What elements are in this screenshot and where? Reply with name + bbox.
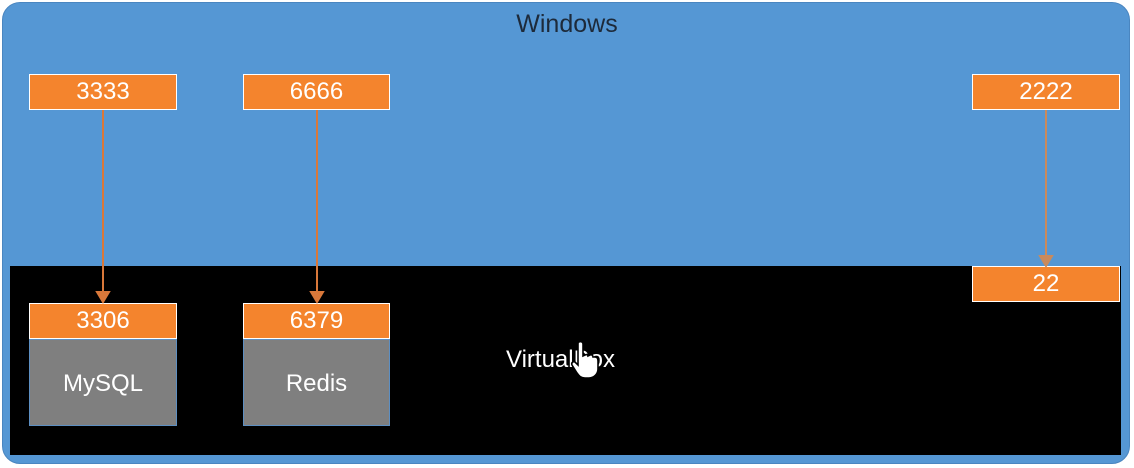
host-port-redis: 6666 — [243, 74, 390, 110]
virtualbox-area — [10, 266, 1121, 455]
service-redis: Redis — [243, 339, 390, 426]
arrowhead-redis — [309, 291, 325, 304]
guest-port-redis: 6379 — [243, 303, 390, 339]
arrowhead-ssh — [1038, 255, 1054, 268]
guest-port-ssh: 22 — [972, 266, 1120, 302]
service-mysql: MySQL — [29, 339, 177, 426]
arrowhead-mysql — [95, 291, 111, 304]
windows-title: Windows — [516, 10, 618, 38]
hand-pointer-icon — [570, 340, 599, 379]
host-port-ssh: 2222 — [972, 74, 1120, 110]
guest-port-mysql: 3306 — [29, 303, 177, 339]
host-port-mysql: 3333 — [29, 74, 177, 110]
